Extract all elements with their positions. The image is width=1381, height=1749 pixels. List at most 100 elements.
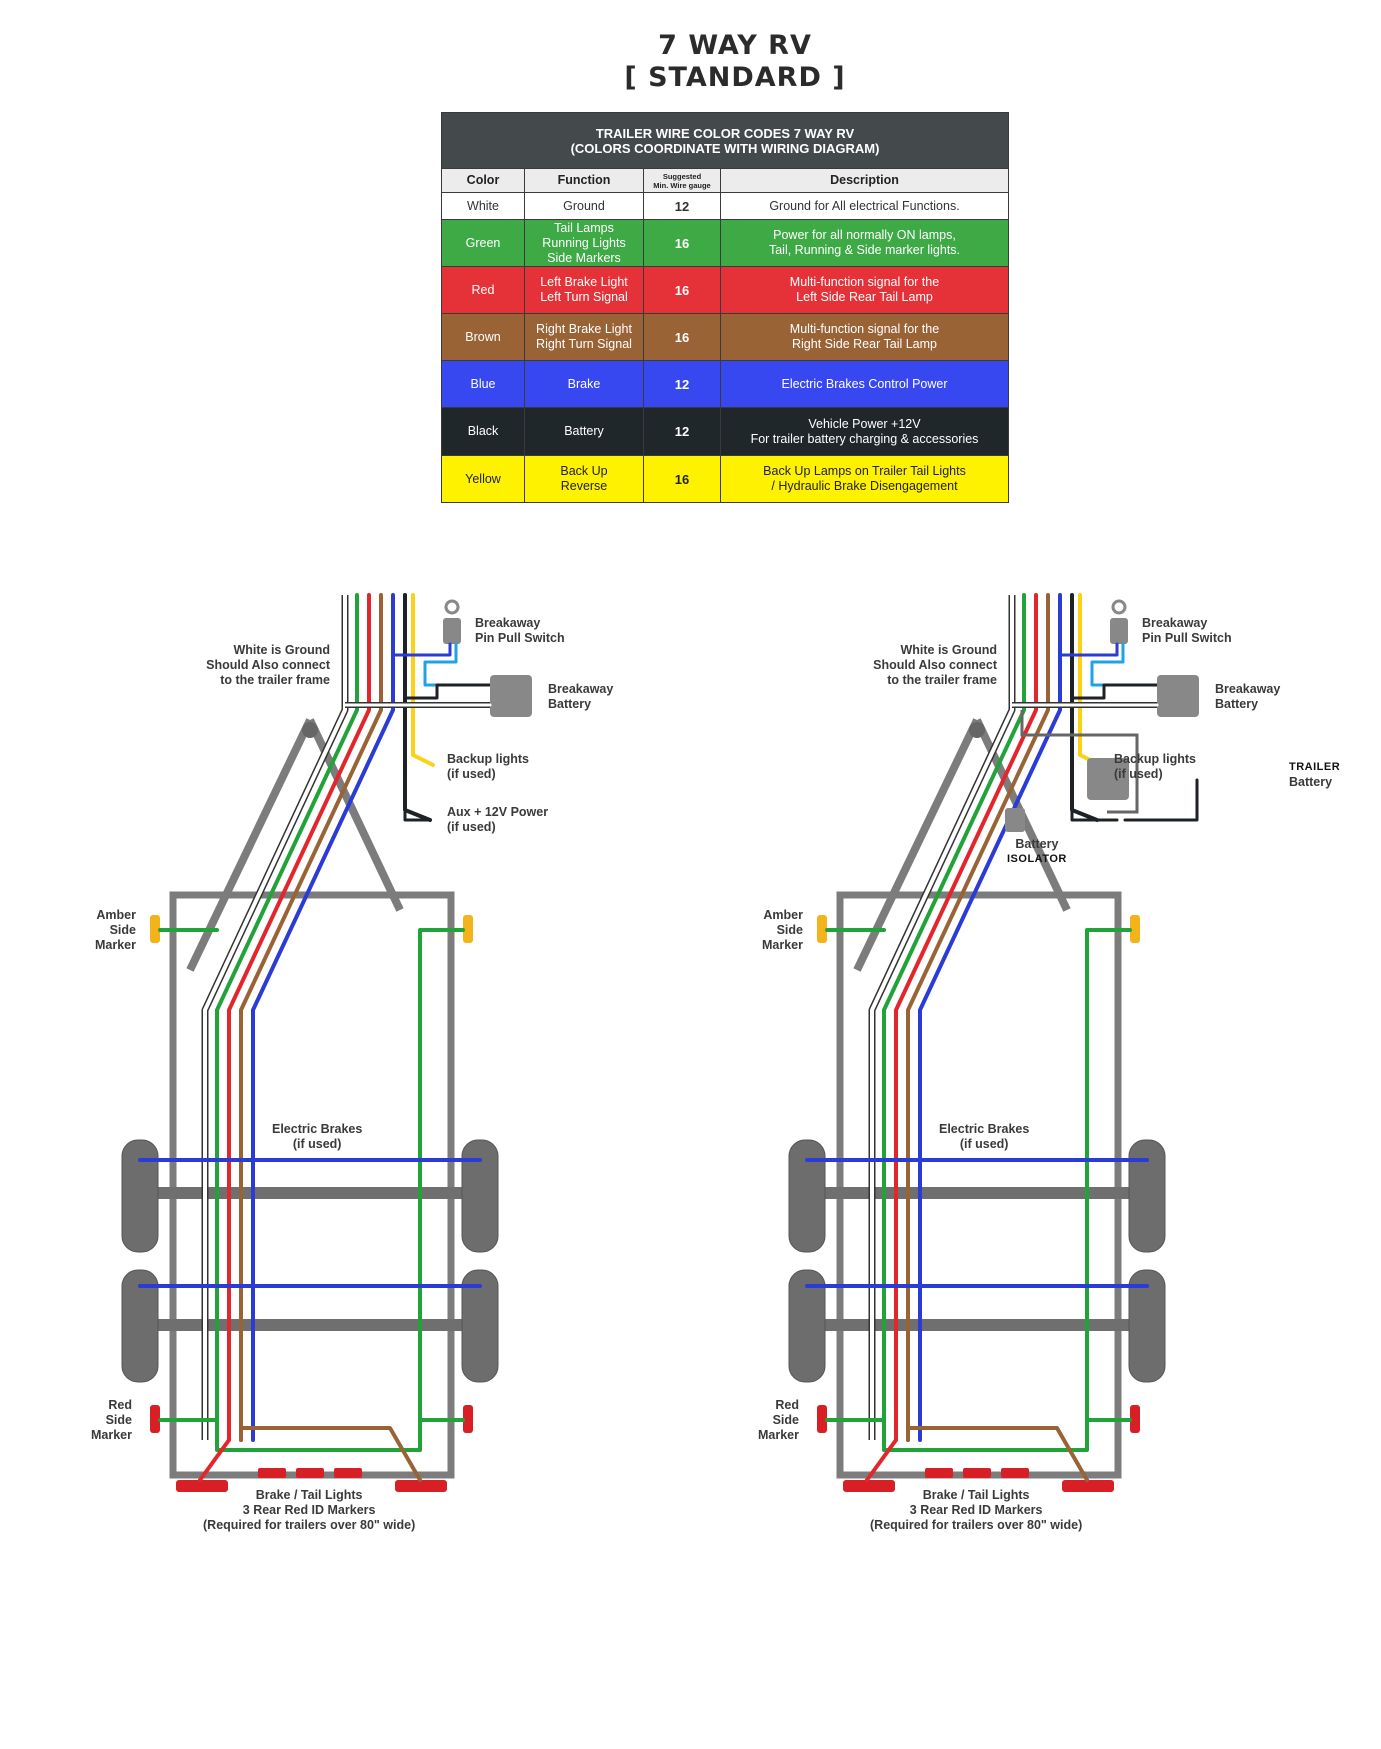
coupler-icon xyxy=(969,722,985,738)
id-marker-2 xyxy=(296,1468,324,1478)
axle-1 xyxy=(150,1187,480,1199)
electric-brakes-label: Electric Brakes(if used) xyxy=(272,1122,363,1151)
breakaway-battery-icon xyxy=(490,675,532,717)
wire-blue-breakaway xyxy=(1058,642,1119,657)
cell-color: Red xyxy=(441,266,525,314)
left-tail-light xyxy=(176,1480,228,1492)
red-marker-left xyxy=(817,1405,827,1433)
red-marker-left xyxy=(150,1405,160,1433)
cell-gauge: 16 xyxy=(643,219,721,267)
cell-gauge: 12 xyxy=(643,360,721,408)
page-title: 7 WAY RV xyxy=(658,30,812,61)
wire-brown-right-tail xyxy=(906,1426,1089,1482)
amber-marker-right xyxy=(1130,915,1140,943)
cell-color: Blue xyxy=(441,360,525,408)
cell-color: Green xyxy=(441,219,525,267)
amber-marker-left xyxy=(150,915,160,943)
wire-color-table: TRAILER WIRE COLOR CODES 7 WAY RV (COLOR… xyxy=(441,112,1009,503)
cell-gauge: 16 xyxy=(643,313,721,361)
cell-function: Ground xyxy=(524,192,644,220)
wire-white-trailer-battery xyxy=(1020,710,1139,814)
cell-gauge: 12 xyxy=(643,407,721,456)
wiring-diagram-standard xyxy=(121,593,532,1492)
wheel-icon xyxy=(1128,1269,1166,1383)
pin-switch-icon xyxy=(443,618,461,644)
wire-green xyxy=(882,593,1026,1442)
cell-gauge: 12 xyxy=(643,192,721,220)
id-marker-3 xyxy=(334,1468,362,1478)
right-tail-light xyxy=(395,1480,447,1492)
wire-yellow xyxy=(1078,593,1102,767)
cell-gauge: 16 xyxy=(643,455,721,503)
wheel-icon xyxy=(1128,1139,1166,1253)
breakaway-battery-icon xyxy=(1157,675,1199,717)
cell-color: Yellow xyxy=(441,455,525,503)
wire-white xyxy=(870,593,1014,1442)
col-header-function: Function xyxy=(524,168,644,193)
wire-red-left-tail xyxy=(865,1438,898,1482)
amber-marker-right xyxy=(463,915,473,943)
wire-white-outline xyxy=(868,595,1016,1440)
page-subtitle: [ STANDARD ] xyxy=(624,62,846,93)
backup-lights-label: Backup lights(if used) xyxy=(1114,752,1196,781)
id-marker-1 xyxy=(925,1468,953,1478)
wire-black-trailer-battery xyxy=(1123,778,1199,822)
wire-black-aux xyxy=(403,758,432,822)
table-heading-line1: TRAILER WIRE COLOR CODES 7 WAY RV xyxy=(595,125,855,141)
wire-red-left-tail xyxy=(198,1438,231,1482)
wire-yellow xyxy=(411,593,435,767)
wire-green-right xyxy=(882,928,1132,1452)
id-marker-3 xyxy=(1001,1468,1029,1478)
wire-black-breakaway xyxy=(403,683,492,700)
cell-function: Battery xyxy=(524,407,644,456)
axle-2 xyxy=(150,1319,480,1331)
wire-black-isolator xyxy=(1070,758,1119,822)
id-marker-2 xyxy=(963,1468,991,1478)
wheel-icon xyxy=(121,1139,159,1253)
red-marker-right xyxy=(1130,1405,1140,1433)
wire-black-breakaway xyxy=(1070,683,1159,700)
wire-green-right xyxy=(215,928,465,1452)
cell-color: White xyxy=(441,192,525,220)
wire-green xyxy=(215,593,359,1442)
wheel-icon xyxy=(121,1269,159,1383)
aux-power-label: Aux + 12V Power(if used) xyxy=(447,805,549,834)
left-tail-light xyxy=(843,1480,895,1492)
pin-switch-icon xyxy=(1110,618,1128,644)
col-header-description: Description xyxy=(720,168,1009,193)
red-marker-right xyxy=(463,1405,473,1433)
battery-isolator-icon xyxy=(1005,808,1025,832)
cell-description: Power for all normally ON lamps,Tail, Ru… xyxy=(720,219,1009,267)
wheel-icon xyxy=(461,1269,499,1383)
wire-red xyxy=(894,593,1038,1442)
wire-blue-breakaway xyxy=(391,642,452,657)
axle-1 xyxy=(817,1187,1147,1199)
cell-color: Brown xyxy=(441,313,525,361)
cell-description: Electric Brakes Control Power xyxy=(720,360,1009,408)
coupler-icon xyxy=(302,722,318,738)
pin-ring-icon xyxy=(444,599,460,615)
wheel-icon xyxy=(788,1269,826,1383)
